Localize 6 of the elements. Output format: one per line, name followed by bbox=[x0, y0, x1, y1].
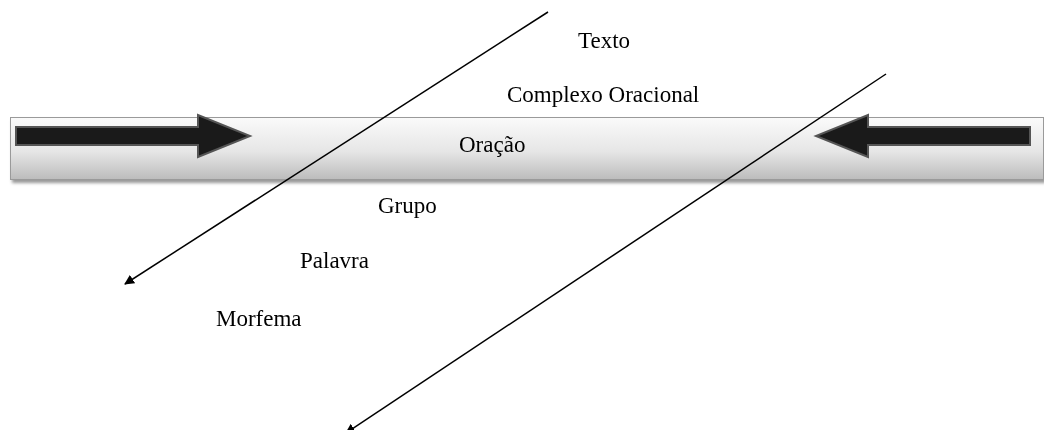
rank-label: Complexo Oracional bbox=[507, 82, 700, 108]
rank-label: Morfema bbox=[216, 306, 302, 332]
rank-label: Palavra bbox=[300, 248, 369, 274]
rank-label: Grupo bbox=[378, 193, 437, 219]
band-label: Oração bbox=[459, 132, 526, 158]
rank-label: Texto bbox=[578, 28, 631, 54]
